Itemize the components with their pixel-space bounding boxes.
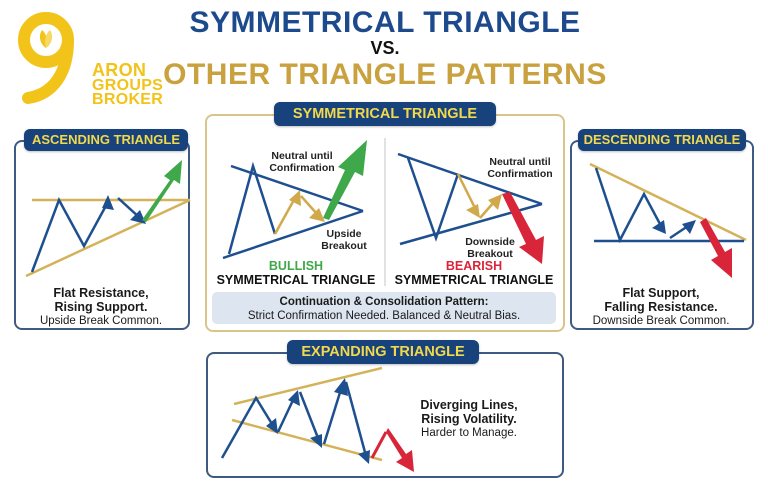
descending-caption-line3: Downside Break Common.: [592, 315, 730, 327]
bearish-title: BEARISH SYMMETRICAL TRIANGLE: [390, 259, 558, 287]
page-title: SYMMETRICAL TRIANGLE: [189, 6, 581, 39]
bullish-title: BULLISH SYMMETRICAL TRIANGLE: [212, 259, 380, 287]
downside-breakout-note: Downside Breakout: [458, 236, 522, 260]
descending-triangle-chart: [589, 162, 747, 278]
expanding-triangle-label: EXPANDING TRIANGLE: [287, 340, 479, 364]
bullish-note-line2: Confirmation: [269, 162, 335, 174]
broker-logo: ARON GROUPS BROKER: [10, 12, 190, 108]
bullish-neutral-note: Neutral until Confirmation: [262, 150, 342, 174]
ascending-triangle-label: ASCENDING TRIANGLE: [24, 129, 188, 151]
logo-line-aron: ARON: [92, 60, 147, 80]
bearish-neutral-note: Neutral until Confirmation: [478, 156, 562, 180]
upside-breakout-line1: Upside: [326, 228, 362, 240]
upside-breakout-note: Upside Breakout: [316, 228, 372, 252]
expanding-caption-line1: Diverging Lines,: [420, 398, 518, 412]
descending-caption-line2: Falling Resistance.: [604, 300, 718, 314]
bearish-note-line2: Confirmation: [487, 168, 553, 180]
expanding-caption: Diverging Lines, Rising Volatility. Hard…: [404, 398, 534, 440]
nine-leaf-logo-icon: [18, 12, 74, 104]
logo-line-broker: BROKER: [92, 91, 164, 108]
ascending-triangle-panel: [14, 140, 190, 330]
upside-breakout-line2: Breakout: [321, 240, 367, 252]
ascending-caption-line3: Upside Break Common.: [39, 315, 163, 327]
descending-triangle-panel: [570, 140, 754, 330]
descending-caption-line1: Flat Support,: [622, 286, 700, 300]
bullish-bias-label: BULLISH: [268, 259, 324, 273]
bullish-symmetrical-chart: [222, 140, 367, 260]
ascending-caption-line2: Rising Support.: [54, 300, 148, 314]
bearish-bias-label: BEARISH: [445, 259, 503, 273]
descending-caption: Flat Support, Falling Resistance. Downsi…: [572, 286, 750, 328]
bearish-note-line1: Neutral until: [489, 156, 551, 168]
title-vs: VS.: [370, 38, 400, 58]
logo-wordmark: ARON GROUPS BROKER: [92, 60, 164, 108]
bullish-pattern-name: SYMMETRICAL TRIANGLE: [216, 273, 376, 287]
bearish-pattern-name: SYMMETRICAL TRIANGLE: [394, 273, 554, 287]
ascending-caption: Flat Resistance, Rising Support. Upside …: [16, 286, 186, 328]
symmetrical-triangle-label: SYMMETRICAL TRIANGLE: [274, 102, 496, 126]
page-subtitle: OTHER TRIANGLE PATTERNS: [163, 58, 607, 91]
info-line2: Strict Confirmation Needed. Balanced & N…: [247, 310, 521, 322]
ascending-triangle-chart: [25, 160, 191, 278]
symmetrical-info-bar: Continuation & Consolidation Pattern: St…: [212, 292, 556, 324]
expanding-caption-line2: Rising Volatility.: [421, 412, 517, 426]
descending-triangle-label: DESCENDING TRIANGLE: [578, 129, 746, 151]
logo-line-groups: GROUPS: [92, 77, 164, 94]
expanding-caption-line3: Harder to Manage.: [421, 427, 517, 439]
downside-breakout-line2: Breakout: [467, 248, 513, 260]
info-line1: Continuation & Consolidation Pattern:: [279, 296, 489, 308]
ascending-caption-line1: Flat Resistance,: [53, 286, 149, 300]
bullish-note-line1: Neutral until: [271, 150, 333, 162]
expanding-triangle-chart: [220, 366, 414, 472]
bearish-symmetrical-chart: [397, 152, 544, 264]
downside-breakout-line1: Downside: [465, 236, 515, 248]
panel-divider: [384, 138, 386, 286]
